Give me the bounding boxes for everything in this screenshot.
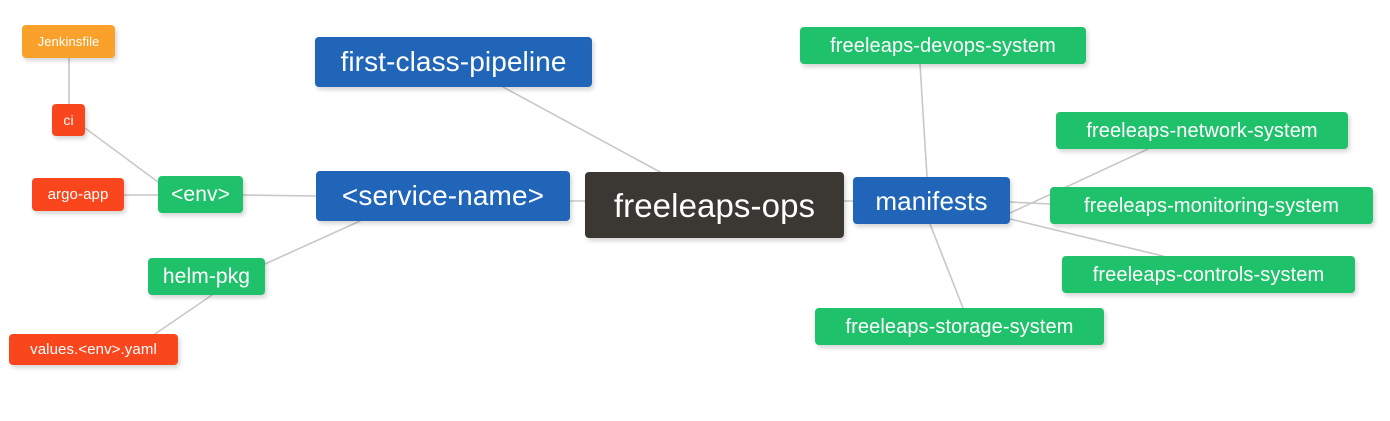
node-label-manifests: manifests xyxy=(875,185,988,216)
node-label-env: <env> xyxy=(171,183,230,206)
node-freeleaps-controls-system[interactable]: freeleaps-controls-system xyxy=(1062,256,1355,293)
node-manifests[interactable]: manifests xyxy=(853,177,1010,224)
node-label-values-yaml: values.<env>.yaml xyxy=(30,341,157,358)
node-label-ci: ci xyxy=(63,112,74,128)
edge-manifests-storage xyxy=(929,223,964,309)
node-label-freeleaps-devops-system: freeleaps-devops-system xyxy=(830,34,1056,57)
edge-valuesyaml-helmpkg xyxy=(154,294,213,335)
edge-manifests-controls xyxy=(1009,218,1164,257)
node-freeleaps-ops[interactable]: freeleaps-ops xyxy=(585,172,844,238)
edge-env-servicename xyxy=(242,194,317,197)
node-label-freeleaps-storage-system: freeleaps-storage-system xyxy=(845,315,1074,338)
node-first-class-pipeline[interactable]: first-class-pipeline xyxy=(315,37,592,87)
node-freeleaps-monitoring-system[interactable]: freeleaps-monitoring-system xyxy=(1050,187,1373,224)
node-label-helm-pkg: helm-pkg xyxy=(162,265,251,288)
edge-pipeline-ops xyxy=(502,86,661,173)
node-freeleaps-storage-system[interactable]: freeleaps-storage-system xyxy=(815,308,1104,345)
node-label-first-class-pipeline: first-class-pipeline xyxy=(340,46,567,77)
node-freeleaps-devops-system[interactable]: freeleaps-devops-system xyxy=(800,27,1086,64)
node-jenkinsfile[interactable]: Jenkinsfile xyxy=(22,25,115,58)
node-label-freeleaps-monitoring-system: freeleaps-monitoring-system xyxy=(1083,194,1339,217)
node-label-freeleaps-controls-system: freeleaps-controls-system xyxy=(1092,263,1325,286)
node-ci[interactable]: ci xyxy=(52,104,85,136)
node-service-name[interactable]: <service-name> xyxy=(316,171,570,221)
node-label-freeleaps-ops: freeleaps-ops xyxy=(613,186,816,224)
edge-manifests-monitoring xyxy=(1009,201,1051,205)
node-values-yaml[interactable]: values.<env>.yaml xyxy=(9,334,178,365)
node-label-freeleaps-network-system: freeleaps-network-system xyxy=(1086,119,1318,142)
node-label-jenkinsfile: Jenkinsfile xyxy=(37,34,100,49)
edge-manifests-devops xyxy=(919,63,928,178)
edge-ci-env xyxy=(84,127,159,183)
node-label-service-name: <service-name> xyxy=(341,180,545,211)
node-argo-app[interactable]: argo-app xyxy=(32,178,124,211)
edge-helmpkg-servicename xyxy=(264,220,361,265)
node-helm-pkg[interactable]: helm-pkg xyxy=(148,258,265,295)
node-freeleaps-network-system[interactable]: freeleaps-network-system xyxy=(1056,112,1348,149)
node-label-argo-app: argo-app xyxy=(47,186,109,203)
node-env[interactable]: <env> xyxy=(158,176,243,213)
